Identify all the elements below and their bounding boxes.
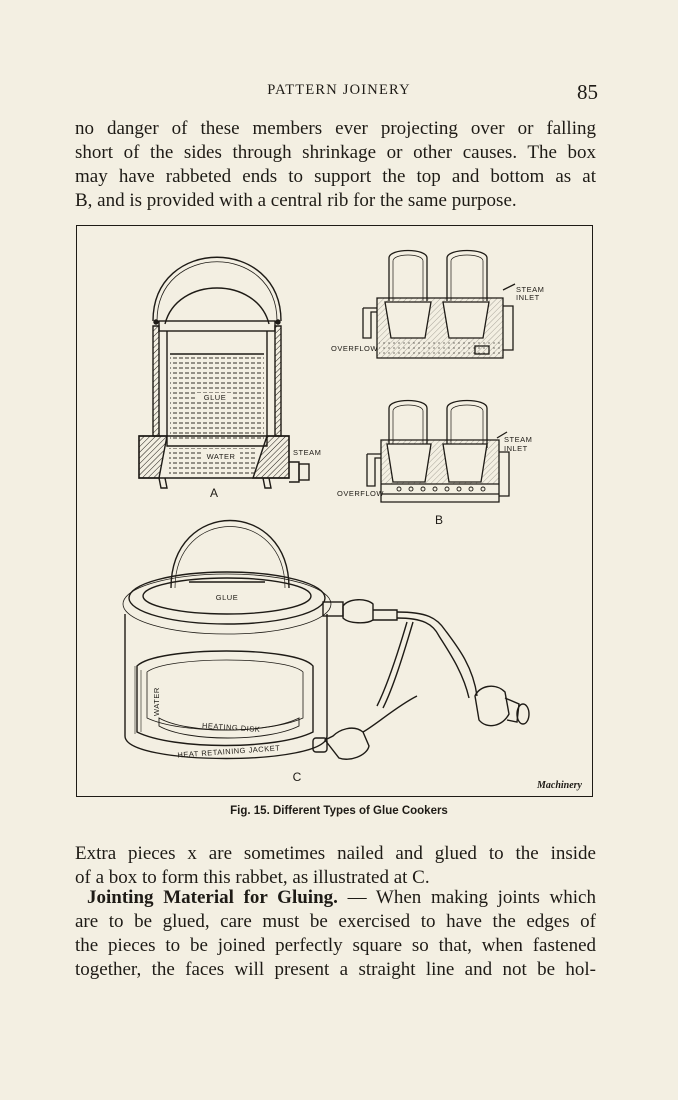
paragraph-3: Jointing Material for Gluing. — When mak…: [75, 886, 596, 982]
double-cooker-top-drawing: [362, 249, 516, 359]
paragraph-1-line-1: no danger of these members ever projecti…: [75, 118, 596, 139]
paragraph-2: Extra pieces x are sometimes nailed and …: [75, 842, 596, 890]
figure-caption: Fig. 15. Different Types of Glue Cookers: [230, 805, 448, 817]
label-steam-a: STEAM: [293, 448, 321, 457]
running-head: PATTERN JOINERY 85: [0, 80, 678, 104]
paragraph-3-line-1-rest: — When making joints which: [337, 887, 596, 908]
label-steam-inlet-b-line2: INLET: [504, 444, 528, 453]
label-water-a: WATER: [207, 452, 236, 461]
running-title: PATTERN JOINERY: [267, 82, 411, 98]
label-heating-disk: HEATING DISK: [202, 721, 261, 734]
paragraph-3-line-2: are to be glued, care must be exercised …: [75, 911, 596, 932]
label-overflow-b: OVERFLOW: [337, 489, 384, 498]
letter-c: C: [293, 770, 302, 784]
paragraph-3-line-1: Jointing Material for Gluing. — When mak…: [75, 886, 596, 910]
letter-b: B: [435, 513, 443, 527]
electric-cooker-c-drawing: [122, 519, 530, 760]
label-overflow-top: OVERFLOW: [331, 344, 378, 353]
paragraph-3-line-4: together, the faces will present a strai…: [75, 959, 596, 980]
paragraph-2-line-1: Extra pieces x are sometimes nailed and …: [75, 843, 596, 864]
paragraph-1: no danger of these members ever projecti…: [75, 117, 596, 213]
page-number: 85: [577, 80, 598, 104]
paragraph-3-line-3: the pieces to be joined perfectly square…: [75, 935, 596, 956]
paragraph-1-line-4: B, and is provided with a central rib fo…: [75, 190, 517, 211]
letter-a: A: [210, 486, 218, 500]
paragraph-1-line-3: may have rabbeted ends to support the to…: [75, 166, 596, 187]
double-cooker-b-drawing: [366, 399, 510, 503]
paragraph-1-line-2: short of the sides through shrinkage or …: [75, 142, 596, 163]
label-water-c: WATER: [152, 687, 161, 716]
figure-credit: Machinery: [537, 780, 582, 791]
label-steam-inlet-top-line2: INLET: [516, 293, 540, 302]
label-steam-inlet-top-line1: STEAM: [516, 285, 544, 294]
label-glue-a: GLUE: [204, 393, 226, 402]
label-glue-c: GLUE: [216, 593, 238, 602]
label-steam-inlet-b-line1: STEAM: [504, 435, 532, 444]
section-heading: Jointing Material for Gluing.: [87, 887, 338, 908]
paragraph-2-line-2: of a box to form this rabbet, as illustr…: [75, 867, 430, 888]
figure-glue-cookers: GLUE WATER STEAM A STEAM: [76, 225, 593, 797]
figure-illustration: GLUE WATER STEAM A STEAM: [122, 249, 544, 784]
